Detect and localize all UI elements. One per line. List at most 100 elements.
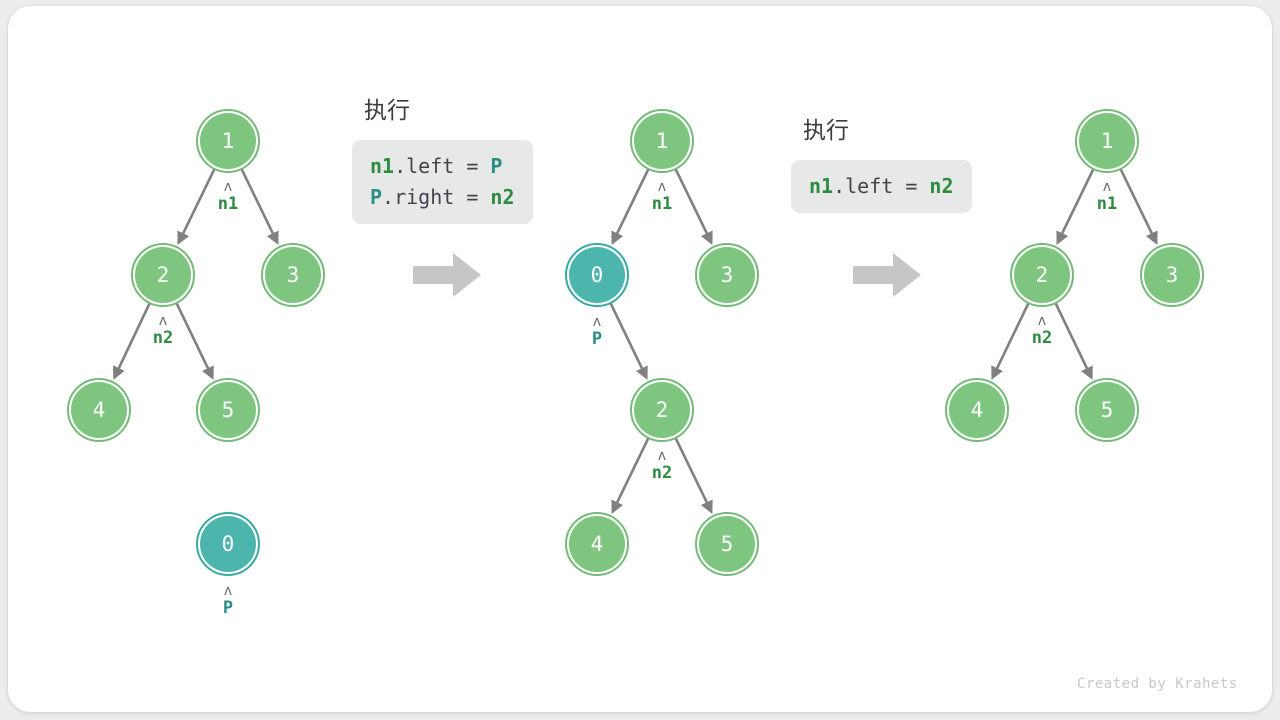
node-value: 0 [590,262,604,287]
tree-node-1: 1 [630,109,694,173]
node-ring [565,512,629,576]
code-token-plain: .right = [382,185,491,209]
node-value: 4 [590,531,604,556]
node-fill [949,382,1005,438]
pointer-label: n2 [152,328,174,348]
code-token-identifier: n1 [370,154,395,178]
node-ring [1075,378,1139,442]
step-label: 执行 [364,98,410,124]
node-value: 4 [970,397,984,422]
pointer-caret-icon: ʌ [223,583,233,599]
code-token-identifier: n2 [929,174,954,198]
node-ring [695,243,759,307]
node-fill [1079,113,1135,169]
pointer-caret-icon: ʌ [657,179,667,195]
node-fill [265,247,321,303]
node-fill [569,516,625,572]
node-value: 2 [1035,262,1049,287]
node-value: 0 [221,531,235,556]
node-value: 3 [1165,262,1179,287]
node-ring [695,512,759,576]
node-ring [67,378,131,442]
node-value: 4 [92,397,106,422]
transition-arrow-2 [851,250,923,300]
node-value: 1 [1100,128,1114,153]
node-value: 5 [1100,397,1114,422]
pointer-label: P [222,598,234,618]
step-label: 执行 [803,118,849,144]
tree-node-1: 1 [1075,109,1139,173]
pointer-caret-icon: ʌ [657,448,667,464]
transition-arrow-1 [411,250,483,300]
node-fill [1079,382,1135,438]
tree-node-4: 4 [565,512,629,576]
node-ring [1140,243,1204,307]
tree-node-0: 0 [196,512,260,576]
tree-node-2: 2 [131,243,195,307]
node-ring [261,243,325,307]
node-ring [196,109,260,173]
node-value: 3 [286,262,300,287]
node-value: 5 [720,531,734,556]
tree-node-0: 0 [565,243,629,307]
code-line: n1.left = n2 [809,171,954,202]
node-ring [630,109,694,173]
pointer-label: n1 [217,194,239,214]
pointer-caret-icon: ʌ [1102,179,1112,195]
node-value: 2 [655,397,669,422]
node-fill [135,247,191,303]
node-fill [699,516,755,572]
pointer-label: n2 [1031,328,1053,348]
tree-node-5: 5 [695,512,759,576]
pointer-caret-icon: ʌ [158,313,168,329]
pointer-caret-icon: ʌ [223,179,233,195]
node-value: 3 [720,262,734,287]
node-fill [634,382,690,438]
watermark-credit: Created by Krahets [1077,676,1238,692]
code-token-plain: .left = [394,154,491,178]
code-line: n1.left = P [370,151,515,182]
node-ring [630,378,694,442]
node-ring [1075,109,1139,173]
node-ring [945,378,1009,442]
code-line: P.right = n2 [370,182,515,213]
node-value: 1 [221,128,235,153]
node-ring [196,378,260,442]
code-token-identifier: n1 [809,174,834,198]
code-snippet: n1.left = n2 [791,160,972,213]
pointer-caret-icon: ʌ [592,314,602,330]
tree-node-5: 5 [196,378,260,442]
code-token-identifier: n2 [490,185,515,209]
node-fill [569,247,625,303]
tree-node-4: 4 [67,378,131,442]
pointer-caret-icon: ʌ [1037,313,1047,329]
tree-node-3: 3 [1140,243,1204,307]
pointer-label: P [591,329,603,349]
tree-node-3: 3 [695,243,759,307]
node-ring [565,243,629,307]
node-ring [131,243,195,307]
code-token-pointer: P [490,154,503,178]
node-value: 1 [655,128,669,153]
pointer-label: n1 [1096,194,1118,214]
tree-node-2: 2 [630,378,694,442]
tree-node-2: 2 [1010,243,1074,307]
node-fill [200,113,256,169]
node-fill [699,247,755,303]
node-fill [1014,247,1070,303]
node-fill [71,382,127,438]
tree-node-1: 1 [196,109,260,173]
code-token-pointer: P [370,185,383,209]
node-value: 5 [221,397,235,422]
node-fill [200,516,256,572]
